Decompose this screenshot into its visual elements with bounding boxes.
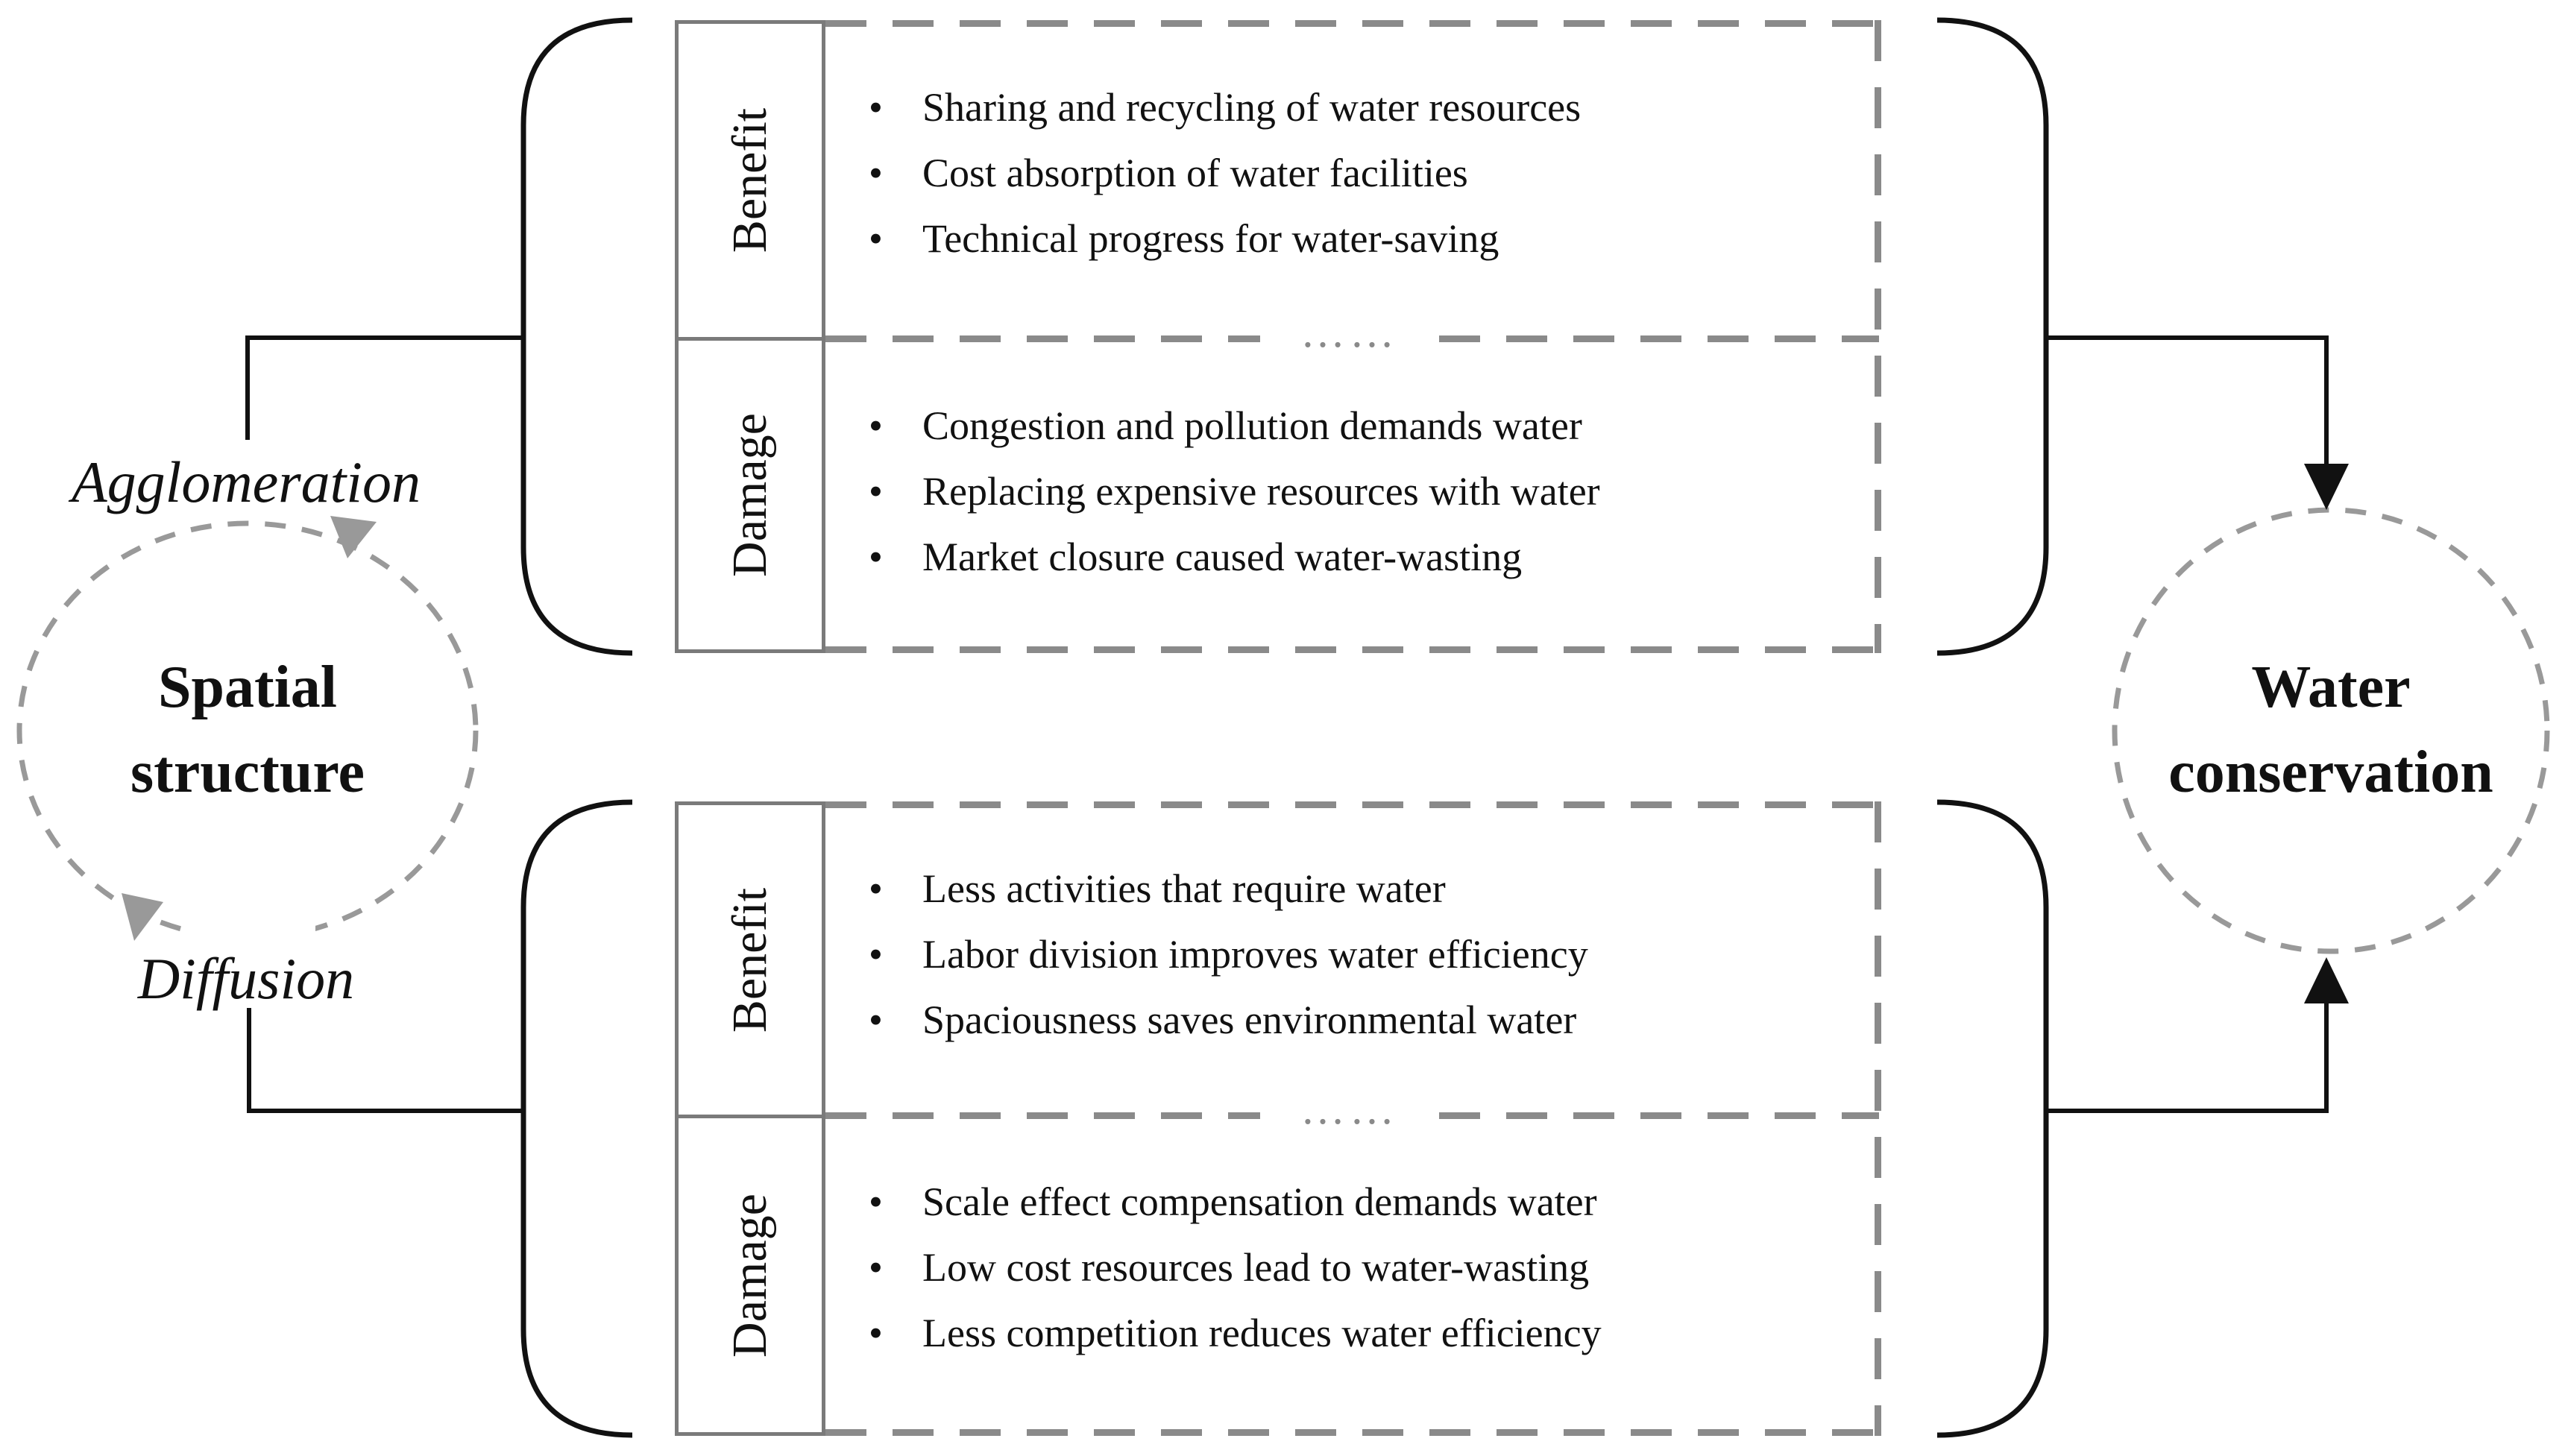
bullet-icon: • [869,403,883,448]
spatial-structure-title: Spatial structure [24,645,471,815]
cycle-arrowhead-top-icon [330,516,377,558]
bottom-box-benefit-cell: Benefit [679,805,822,1115]
bullet-icon: • [869,998,883,1042]
list-item-text: Sharing and recycling of water resources [922,85,1582,130]
bottom-box-divider-right-segment [1439,1112,1879,1119]
bottom-box-ellipsis: …… [1300,1084,1399,1133]
bullet-icon: • [869,1179,883,1224]
list-item-text: Technical progress for water-saving [922,216,1499,261]
list-item-text: Market closure caused water-wasting [922,535,1523,579]
brace-bottom-right [1936,799,2049,1438]
bullet-icon: • [869,535,883,579]
arrowhead-into-water-bottom-icon [2304,957,2349,1003]
list-item-text: Replacing expensive resources with water [922,469,1600,514]
bottom-box-border-bottom [825,1429,1879,1436]
list-item-text: Low cost resources lead to water-wasting [922,1245,1590,1290]
top-box-benefit-label: Benefit [723,107,778,253]
bullet-icon: • [869,866,883,911]
bottom-box-benefit-list: • Less activities that require water • L… [869,856,1853,1053]
connector-box-to-water-bottom [2046,1000,2329,1113]
bottom-box-label-divider [679,1115,822,1118]
top-box-damage-label: Damage [723,413,778,577]
top-box-ellipsis: …… [1300,307,1399,356]
bottom-box-border-top [825,801,1879,808]
spatial-structure-line2: structure [130,740,365,805]
top-box-divider-right-segment [1439,335,1879,342]
list-item: • Cost absorption of water facilities [869,140,1853,206]
top-box-label-divider [679,337,822,341]
top-box-damage-cell: Damage [679,341,822,649]
list-item-text: Spaciousness saves environmental water [922,998,1577,1042]
list-item-text: Cost absorption of water facilities [922,151,1468,195]
bullet-icon: • [869,1245,883,1290]
top-box-label-column: Benefit Damage [675,20,825,653]
bottom-box-damage-list: • Scale effect compensation demands wate… [869,1169,1853,1366]
top-box-divider-left-segment [825,335,1260,342]
list-item: • Spaciousness saves environmental water [869,987,1853,1053]
water-conservation-title: Water conservation [2107,645,2555,815]
bottom-box-benefit-label: Benefit [723,887,778,1033]
bottom-box-damage-cell: Damage [679,1118,822,1432]
bottom-box-damage-label: Damage [723,1193,778,1358]
connector-agglomeration-to-box [245,335,523,440]
arrowhead-into-water-top-icon [2304,464,2349,510]
list-item: • Low cost resources lead to water-wasti… [869,1235,1853,1300]
list-item: • Market closure caused water-wasting [869,524,1853,590]
water-conservation-line1: Water [2251,655,2411,720]
connector-diffusion-to-box [247,1008,523,1113]
list-item-text: Less competition reduces water efficienc… [922,1311,1602,1355]
bottom-box-label-column: Benefit Damage [675,801,825,1436]
list-item: • Scale effect compensation demands wate… [869,1169,1853,1235]
agglomeration-label: Agglomeration [72,450,421,514]
top-box-benefit-cell: Benefit [679,24,822,337]
bullet-icon: • [869,151,883,195]
top-box-border-bottom [825,646,1879,653]
list-item: • Less activities that require water [869,856,1853,921]
list-item: • Sharing and recycling of water resourc… [869,75,1853,140]
cycle-arrowhead-bottom-icon [122,893,163,941]
bullet-icon: • [869,85,883,130]
brace-top-right [1936,17,2049,656]
list-item: • Labor division improves water efficien… [869,921,1853,987]
list-item: • Less competition reduces water efficie… [869,1300,1853,1366]
bullet-icon: • [869,1311,883,1355]
bottom-box-divider-left-segment [825,1112,1260,1119]
top-box-benefit-list: • Sharing and recycling of water resourc… [869,75,1853,271]
list-item-text: Labor division improves water efficiency [922,932,1588,977]
list-item: • Congestion and pollution demands water [869,393,1853,458]
bullet-icon: • [869,216,883,261]
diffusion-label: Diffusion [137,946,355,1011]
list-item-text: Less activities that require water [922,866,1446,911]
water-conservation-circle [2112,507,2550,954]
connector-box-to-water-top [2046,335,2329,468]
spatial-structure-line1: Spatial [157,655,338,720]
bullet-icon: • [869,932,883,977]
top-box-damage-list: • Congestion and pollution demands water… [869,393,1853,590]
brace-top-left [520,17,633,656]
brace-bottom-left [520,799,633,1438]
ellipse-gap-mask [181,911,315,965]
list-item: • Technical progress for water-saving [869,206,1853,271]
list-item-text: Congestion and pollution demands water [922,403,1582,448]
list-item: • Replacing expensive resources with wat… [869,458,1853,524]
bullet-icon: • [869,469,883,514]
list-item-text: Scale effect compensation demands water [922,1179,1597,1224]
water-conservation-line2: conservation [2168,740,2493,805]
top-box-border-top [825,20,1879,27]
